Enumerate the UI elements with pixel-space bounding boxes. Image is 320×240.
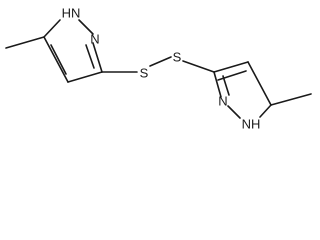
bond-n1-n2-left — [78, 19, 94, 35]
right-pyrazole-ring — [213, 61, 312, 119]
left-pyrazole-ring — [5, 19, 103, 83]
chemical-structure-diagram: HN N S S N NH — [5, 6, 312, 132]
bond-c5-n1-left — [43, 19, 61, 38]
disulfide-bridge — [101, 56, 215, 73]
atom-label-ring1-nh: HN — [62, 6, 81, 21]
atom-label-ring2-n: N — [218, 94, 227, 109]
bond-c4-c5-left-inner — [50, 44, 67, 75]
bond-n1-n2-right — [227, 105, 241, 119]
bond-c4-c5-right — [247, 61, 272, 106]
bond-s2-c3-right — [182, 60, 215, 73]
bond-s1-s2 — [149, 56, 172, 67]
bond-n2-c3-left-inner — [85, 44, 95, 69]
bond-c4-c5-left-outer — [43, 36, 69, 83]
bond-methyl-right — [270, 93, 312, 106]
bond-c3-c4-right-inner — [217, 70, 247, 81]
bond-n2-c3-right-inner — [222, 75, 230, 96]
bond-n2-c3-right-outer — [213, 71, 222, 98]
bond-c3-c4-right-outer — [213, 61, 249, 73]
bond-n2-c3-left-outer — [92, 42, 103, 73]
atom-label-bridge-s2: S — [173, 50, 182, 65]
bond-c5-n1-right — [259, 104, 272, 118]
atom-label-bridge-s1: S — [140, 66, 149, 81]
atom-label-ring1-n: N — [90, 32, 99, 47]
bond-methyl-left — [5, 36, 45, 49]
bond-c3-c4-left — [67, 71, 103, 83]
atom-label-ring2-nh: NH — [242, 117, 261, 132]
